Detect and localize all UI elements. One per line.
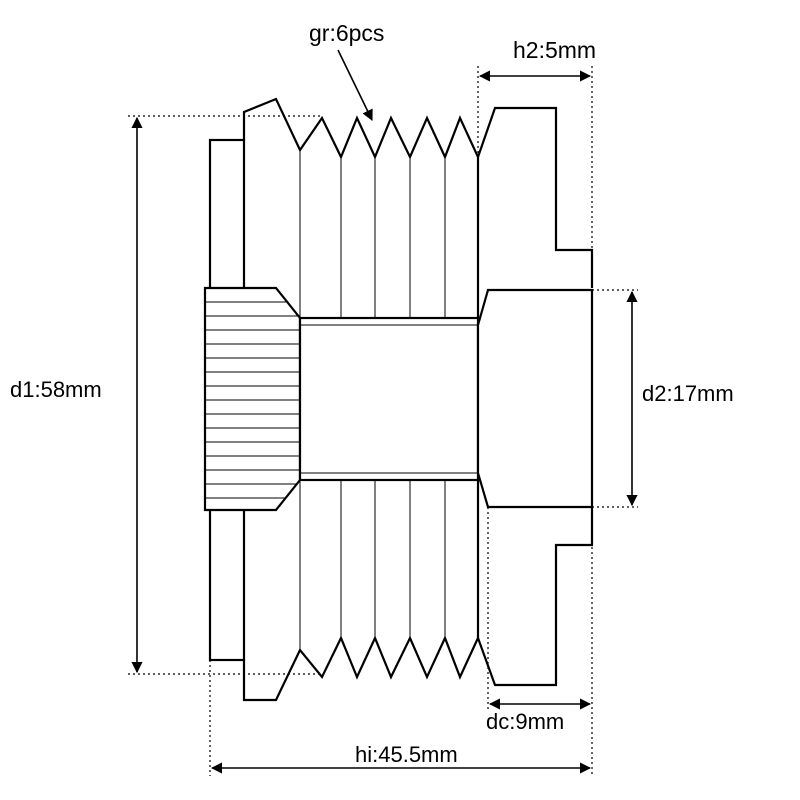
spline-lines [205,301,300,499]
gr-label: gr:6pcs [309,20,384,46]
dimension-labels: gr:6pcs h2:5mm d1:58mm d2:17mm dc:9mm hi… [10,20,734,767]
extension-lines [128,66,638,776]
dc-label: dc:9mm [486,709,564,734]
dimension-lines [131,49,638,774]
d1-label: d1:58mm [10,377,102,402]
grooved-profile [242,97,480,702]
counterbore [476,288,594,509]
center-bore [298,316,480,482]
hi-label: hi:45.5mm [355,742,458,767]
d2-label: d2:17mm [642,381,734,406]
h2-label: h2:5mm [513,37,596,63]
splined-hub [203,286,302,512]
pulley-body [203,97,594,702]
groove-lines [299,150,446,650]
gr-leader-line [337,49,373,122]
